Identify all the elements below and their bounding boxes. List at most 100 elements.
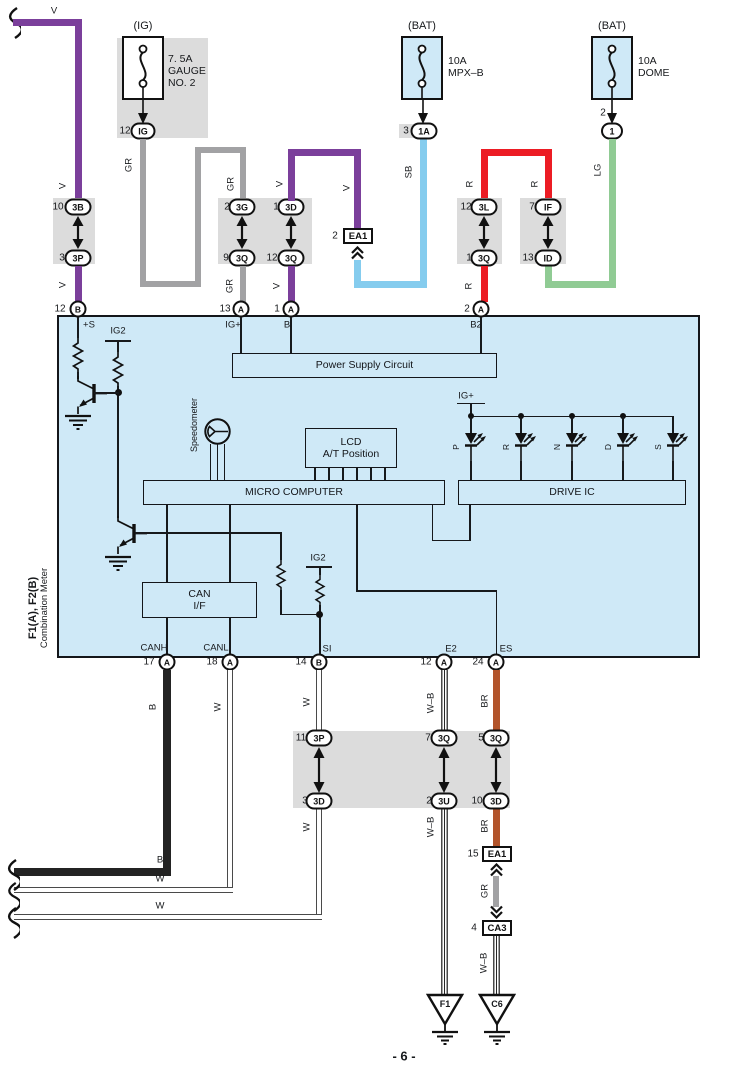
wire-skyblue-v [419,139,427,288]
signal-line [229,617,231,656]
connector-pin-number: 2 [426,795,432,807]
wire-gray-v [493,876,499,907]
connector-3q: 3Q [228,249,256,267]
wire-label-r: R [463,282,475,290]
ground-label-f1: F1 [439,999,451,1009]
signal-line [280,613,322,616]
rail-bar [306,566,332,568]
junction-ca3: CA3 [482,920,512,936]
wire-label-v: V [271,282,283,290]
pin-signal: IG+ [225,319,241,331]
fuse-rating-line: 10A [448,55,467,67]
fuse-icon [607,44,617,99]
junction-ea1-top: EA1 [343,228,373,244]
signal-line [216,444,219,480]
pin-number: 24 [472,656,484,668]
connector-3p: 3P [305,729,333,747]
wire-label-v: V [57,281,69,289]
drive-ic-block: DRIVE IC [458,480,686,505]
transistor-icon [77,376,107,414]
wire-gray-v [239,266,246,302]
connector-1a: 1A [410,122,438,140]
signal-line [166,505,168,583]
lcd-pin [356,468,358,480]
wire-brown-v [492,670,500,731]
fuse-rating-line: 7. 5A [168,53,193,65]
signal-line [495,592,498,656]
wire-label-v: V [50,5,58,17]
connector-pin-number: 15 [467,848,479,860]
pin-number: 12 [420,656,432,668]
pin-14b: B [310,653,328,671]
signal-line [117,342,119,518]
signal-line [431,539,471,542]
wire-gray-v [239,147,246,201]
fuse-tag: (BAT) [598,20,626,32]
fuse-tag: (BAT) [408,20,436,32]
pin-1a: A [282,300,300,318]
connector-pin-number: 10 [52,201,64,213]
pin-2a: A [472,300,490,318]
connector-pin-number: 3 [302,796,308,807]
signal-line [672,417,674,433]
signal-line [469,505,471,541]
pin-number: 18 [206,656,218,668]
wire-black-v [163,670,171,875]
connector-3d: 3D [305,792,333,810]
arrow-down-icon [418,100,428,124]
fuse-icon [417,44,427,99]
pin-12b: B [69,300,87,318]
wire-violet-v [287,266,295,302]
lcd-pin [328,468,330,480]
meter-side-title: F1(A), F2(B) Combination Meter [22,548,54,668]
pin-13a: A [232,300,250,318]
signal-line [520,417,522,433]
connector-pin-number: 11 [295,732,307,744]
lcd-pin [342,468,344,480]
connector-pin-number: 5 [478,732,484,744]
pin-number: 14 [295,656,307,668]
ground-icon [105,555,131,571]
pin-signal: E2 [445,643,457,655]
wire-label-wb: W–B [425,816,437,838]
fuse-rating-line: MPX–B [448,67,484,79]
connector-pin-number: 7 [425,732,431,744]
wire-label-wb: W–B [478,952,490,974]
fuse-tag: (IG) [133,20,153,32]
pin-signal: CANH [140,642,168,654]
wire-gray-h [195,147,245,153]
resistor-icon [112,352,125,386]
wire-label-br: BR [479,694,491,708]
pin-signal: B [283,319,291,331]
resistor-icon [72,338,84,372]
junction-dot [569,413,575,420]
wire-violet-v [287,149,295,201]
fuse-rating-line: 10A [638,55,657,67]
page-number: - 6 - [392,1048,416,1064]
igplus-rail-label: IG+ [458,390,474,402]
wire-label-w: W [155,873,165,885]
wire-label-v: V [341,184,353,192]
connector-3b: 3B [64,198,92,216]
signal-line [431,505,434,541]
ground-point-c6-icon [478,993,516,1045]
double-arrow-icon [478,216,490,249]
signal-line [94,392,119,394]
led-label: D [603,443,613,451]
fuse-icon [138,44,148,99]
led-label: R [501,443,511,451]
signal-line [470,417,472,433]
wire-white-v [316,808,322,918]
wire-whiteblack-v [440,808,448,995]
pin-17a: A [158,653,176,671]
lcd-pin [370,468,372,480]
signal-line [223,444,226,480]
wire-violet-h [13,19,79,26]
pin-number: 2 [464,303,470,315]
fuse-rating-line: GAUGE [168,65,206,77]
signal-line [622,461,624,480]
junction-dot [518,413,524,420]
fuse-rating-line: DOME [638,67,670,79]
